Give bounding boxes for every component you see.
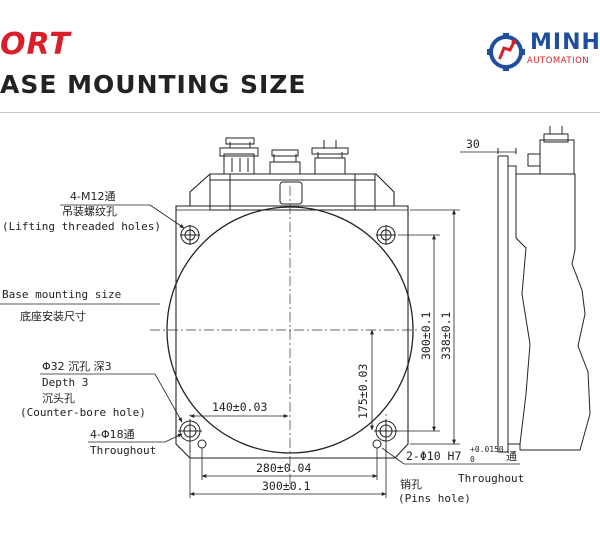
counterbore-spec: Φ32 沉孔 深3: [42, 360, 112, 373]
page-title: ASE MOUNTING SIZE: [0, 70, 307, 99]
counterbore-depth: Depth 3: [42, 376, 88, 389]
counterbore-cn: 沉头孔: [42, 392, 75, 405]
connector-center: [269, 149, 301, 175]
through-hole-en: Throughout: [90, 444, 156, 457]
side-view: [497, 126, 591, 453]
dim-30: 30: [466, 137, 480, 151]
dim-140: 140±0.03: [212, 400, 267, 414]
counterbore-en: (Counter-bore hole): [20, 406, 146, 419]
pin-hole-tol-lower: 0: [470, 455, 475, 464]
connector-left: [219, 137, 259, 175]
logo-name: MINH: [530, 30, 600, 55]
lift-hole-spec: 4-M12通: [70, 190, 115, 203]
base-size-cn: 底座安装尺寸: [20, 309, 86, 323]
pin-hole-through-en: Throughout: [458, 472, 524, 485]
gear-robot-icon: [487, 33, 525, 71]
through-hole-spec: 4-Φ18通: [90, 428, 135, 441]
dim-300-height: 300±0.1: [419, 311, 433, 360]
pin-hole-spec: 2-Φ10 H7: [406, 449, 461, 463]
header-divider: [0, 112, 600, 113]
pin-hole-cn: 销孔: [400, 477, 422, 491]
pin-hole-tol-upper: +0.0150: [470, 445, 504, 454]
base-plate-outline: [175, 173, 409, 459]
dim-300-width: 300±0.1: [262, 479, 311, 493]
lift-hole-cn: 吊装螺纹孔: [62, 204, 117, 218]
company-logo: MINH AUTOMATION: [486, 30, 600, 74]
dim-338-height: 338±0.1: [439, 311, 453, 360]
lift-hole-en: (Lifting threaded holes): [2, 220, 161, 233]
dim-280: 280±0.04: [256, 461, 311, 475]
base-size-en: Base mounting size: [2, 288, 121, 301]
connector-right: [311, 140, 349, 175]
logo-tagline: AUTOMATION: [527, 56, 590, 66]
dim-175: 175±0.03: [356, 364, 370, 419]
base-mounting-drawing: 4-M12通 吊装螺纹孔 (Lifting threaded holes) Ba…: [0, 126, 591, 505]
pin-hole-through-cn: 通: [506, 450, 517, 463]
motor-housing-top: [209, 173, 376, 211]
pin-hole-en: (Pins hole): [398, 492, 471, 505]
brand-name: ORT: [0, 27, 71, 62]
